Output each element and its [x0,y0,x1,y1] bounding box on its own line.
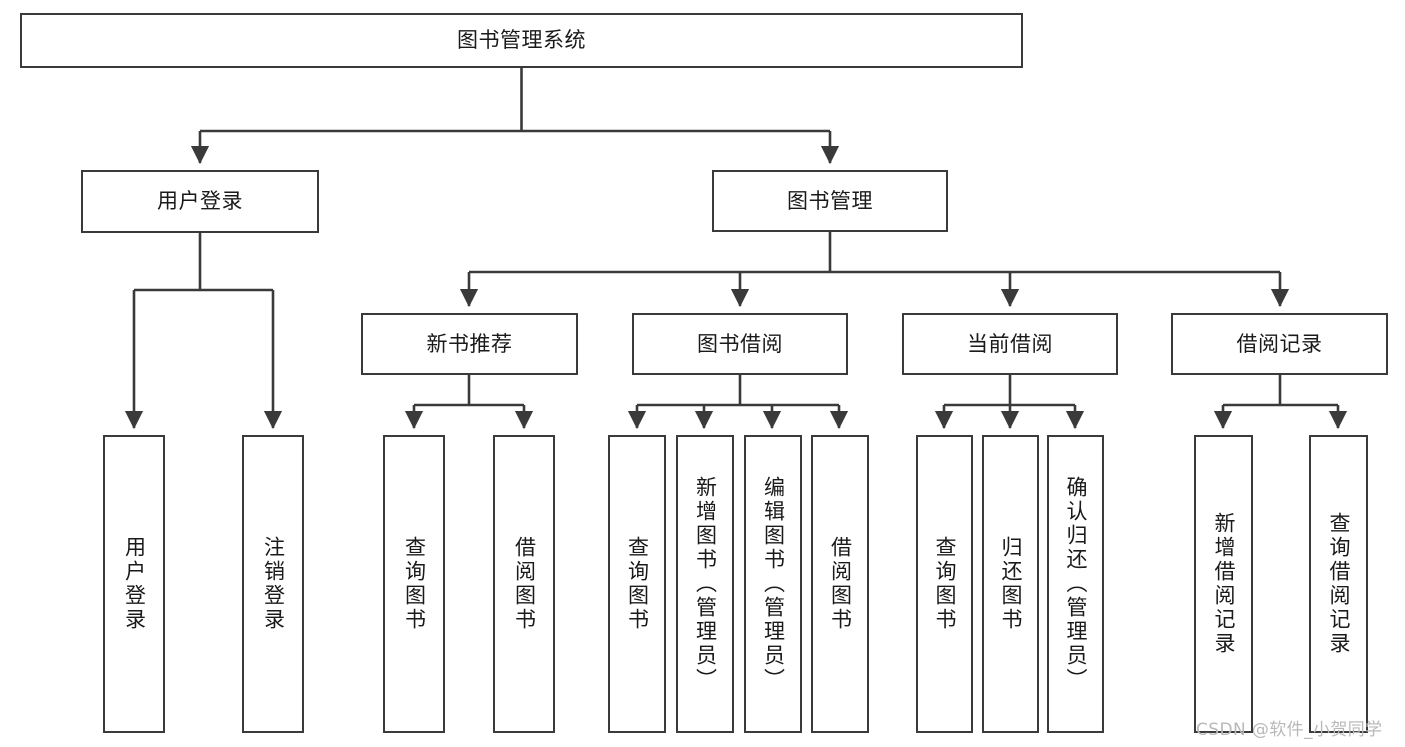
node-borrow-record-label: 借阅记录 [1236,331,1323,356]
node-leaf-borrow-book[interactable]: 借阅图书 [811,435,869,733]
node-leaf-add-book[interactable]: 新增图书（管理员） [676,435,734,733]
node-leaf-return-book[interactable]: 归还图书 [982,435,1039,733]
node-leaf-borrow-book-recommend[interactable]: 借阅图书 [493,435,555,733]
node-leaf-query-borrow-record[interactable]: 查询借阅记录 [1309,435,1368,733]
node-book-borrow[interactable]: 图书借阅 [632,313,848,375]
node-leaf-logout[interactable]: 注销登录 [242,435,304,733]
node-leaf-user-login[interactable]: 用户登录 [103,435,165,733]
node-new-book-recommend-label: 新书推荐 [426,331,513,356]
node-leaf-query-book-current-label: 查询图书 [933,536,957,632]
node-borrow-record[interactable]: 借阅记录 [1171,313,1388,375]
node-leaf-logout-label: 注销登录 [261,536,286,632]
node-leaf-query-book-current[interactable]: 查询图书 [916,435,973,733]
node-leaf-confirm-return[interactable]: 确认归还（管理员） [1047,435,1104,733]
node-leaf-user-login-label: 用户登录 [122,536,147,632]
node-book-borrow-label: 图书借阅 [697,331,783,356]
node-current-borrow[interactable]: 当前借阅 [902,313,1118,375]
node-leaf-edit-book[interactable]: 编辑图书（管理员） [744,435,802,733]
node-current-borrow-label: 当前借阅 [967,331,1053,356]
node-user-login[interactable]: 用户登录 [81,170,319,233]
node-leaf-query-book-borrow-label: 查询图书 [625,536,650,632]
node-leaf-add-borrow-record[interactable]: 新增借阅记录 [1194,435,1253,733]
node-book-management-label: 图书管理 [787,188,873,213]
node-new-book-recommend[interactable]: 新书推荐 [361,313,578,375]
node-root-system-label: 图书管理系统 [457,28,586,53]
node-leaf-borrow-book-label: 借阅图书 [828,536,853,632]
node-leaf-query-book-borrow[interactable]: 查询图书 [608,435,666,733]
node-leaf-confirm-return-label: 确认归还（管理员） [1064,476,1088,692]
node-root-system[interactable]: 图书管理系统 [20,13,1023,68]
node-leaf-query-book-recommend-label: 查询图书 [402,536,427,632]
node-leaf-add-book-label: 新增图书（管理员） [693,476,718,692]
node-leaf-query-borrow-record-label: 查询借阅记录 [1327,512,1351,656]
node-user-login-label: 用户登录 [157,189,243,214]
node-leaf-borrow-book-recommend-label: 借阅图书 [512,536,537,632]
node-leaf-edit-book-label: 编辑图书（管理员） [761,476,786,692]
node-leaf-return-book-label: 归还图书 [999,536,1023,632]
node-book-management[interactable]: 图书管理 [712,170,948,232]
node-leaf-add-borrow-record-label: 新增借阅记录 [1212,512,1236,656]
node-leaf-query-book-recommend[interactable]: 查询图书 [383,435,445,733]
